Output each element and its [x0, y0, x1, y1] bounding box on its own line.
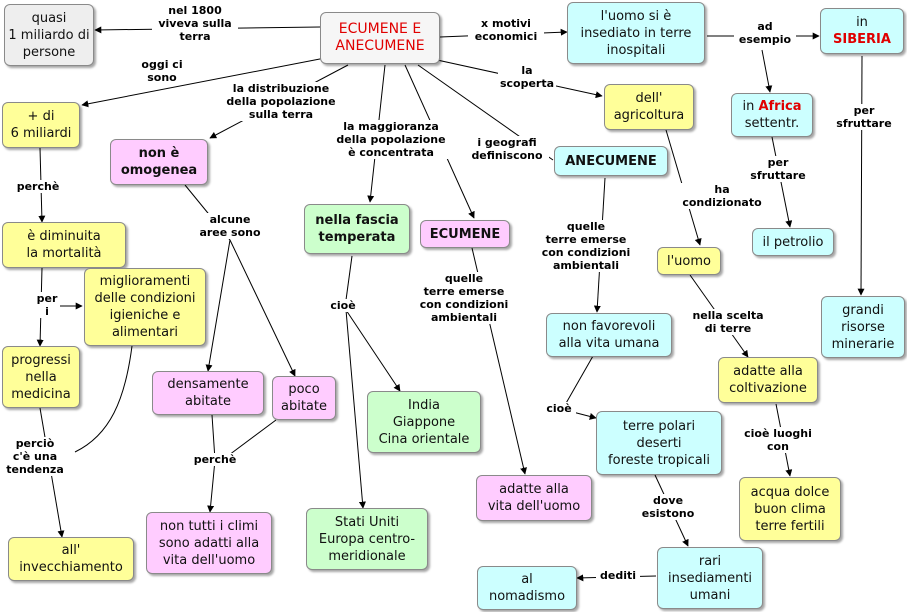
edge-omogenea-poco: [229, 239, 296, 377]
link-label-condizionato: ha condizionato: [676, 183, 768, 209]
link-label-nel1800: nel 1800 viveva sulla terra: [152, 4, 238, 43]
node-terre-polari[interactable]: terre polari deserti foreste tropicali: [596, 411, 722, 475]
node-miglioramenti[interactable]: miglioramenti delle condizioni igieniche…: [84, 268, 206, 346]
edge-cioe-india: [345, 309, 401, 392]
node-fascia-temperata[interactable]: nella fascia temperata: [304, 204, 410, 254]
edge-root-seimiliardi: [81, 57, 326, 108]
node-non-omogenea[interactable]: non è omogenea: [110, 139, 208, 185]
link-label-peri: per i: [34, 292, 60, 318]
node-sei-miliardi[interactable]: + di 6 miliardi: [2, 102, 80, 148]
node-africa[interactable]: in Africa settentr.: [731, 93, 813, 137]
node-adatte-coltivazione[interactable]: adatte alla coltivazione: [718, 357, 818, 403]
link-label-percio: perciò c'è una tendenza: [2, 437, 68, 476]
node-anecumene[interactable]: ANECUMENE: [554, 146, 668, 176]
link-label-oggi: oggi ci sono: [138, 58, 186, 84]
link-label-sfruttare1: per sfruttare: [742, 156, 814, 182]
node-climi[interactable]: non tutti i climi sono adatti alla vita …: [146, 512, 272, 574]
link-label-cioe2: cioè: [542, 402, 576, 415]
africa-prefix: in: [742, 99, 759, 114]
link-label-perche1: perchè: [12, 180, 64, 193]
node-adatte-vita[interactable]: adatte alla vita dell'uomo: [476, 475, 592, 521]
siberia-prefix: in: [856, 15, 868, 30]
node-poco-abitate[interactable]: poco abitate: [272, 376, 336, 420]
link-label-cioe1: cioè: [326, 299, 360, 312]
link-label-scelta: nella scelta di terre: [688, 309, 768, 335]
node-diminuita-mortalita[interactable]: è diminuita la mortalità: [2, 222, 126, 268]
node-petrolio[interactable]: il petrolio: [752, 228, 834, 256]
link-label-dove: dove esistono: [636, 494, 700, 520]
link-label-dediti: dediti: [596, 569, 640, 582]
root-title[interactable]: ECUMENE E ANECUMENE: [320, 12, 440, 64]
node-non-favorevoli[interactable]: non favorevoli alla vita umana: [546, 313, 672, 357]
edge-fascia-cioe: [345, 255, 353, 301]
node-ecumene[interactable]: ECUMENE: [420, 220, 510, 248]
africa-highlight: Africa: [758, 99, 802, 114]
node-progressi-medicina[interactable]: progressi nella medicina: [2, 346, 80, 408]
node-india[interactable]: India Giappone Cina orientale: [367, 391, 481, 453]
edge-africa-petrolio: [771, 136, 793, 228]
edge-insediato-africa: [761, 49, 773, 93]
node-invecchiamento[interactable]: all' invecchiamento: [8, 537, 134, 581]
edge-siberia-risorse: [857, 55, 865, 296]
link-label-quelle1: quelle terre emerse con condizioni ambie…: [414, 272, 514, 324]
edge-nonfav-cioe: [564, 355, 594, 406]
node-nomadismo[interactable]: al nomadismo: [477, 566, 577, 610]
node-insediato[interactable]: l'uomo si è insediato in terre inospital…: [567, 2, 705, 64]
edge-cioe-stati: [345, 309, 366, 509]
node-quasi-miliardo[interactable]: quasi 1 miliardo di persone: [4, 4, 94, 66]
link-label-geografi: i geografi definiscono: [465, 136, 549, 162]
link-label-sfruttare2: per sfruttare: [828, 104, 900, 130]
link-label-motivi: x motivi economici: [468, 17, 544, 43]
link-label-alcune: alcune aree sono: [194, 213, 266, 239]
africa-suffix: settentr.: [744, 116, 800, 131]
link-label-scoperta: la scoperta: [498, 64, 556, 90]
node-stati-uniti[interactable]: Stati Uniti Europa centro- meridionale: [306, 508, 428, 570]
siberia-highlight: SIBERIA: [833, 32, 891, 47]
link-label-perche2: perchè: [190, 453, 240, 466]
link-label-distribuzione: la distribuzione della popolazione sulla…: [218, 82, 344, 121]
node-acqua-dolce[interactable]: acqua dolce buon clima terre fertili: [739, 477, 841, 541]
link-label-quelle2: quelle terre emerse con condizioni ambie…: [532, 220, 640, 272]
link-label-maggioranza: la maggioranza della popolazione è conce…: [326, 120, 456, 159]
node-uomo[interactable]: l'uomo: [657, 247, 721, 275]
node-agricoltura[interactable]: dell' agricoltura: [604, 84, 694, 130]
edge-miglioramenti-tendenza: [74, 345, 133, 453]
link-label-cioeluoghi: cioè luoghi con: [738, 427, 818, 453]
link-label-esempio: ad esempio: [734, 20, 796, 46]
node-densamente-abitate[interactable]: densamente abitate: [152, 371, 264, 415]
edge-poco-perche: [224, 419, 277, 459]
node-rari-insediamenti[interactable]: rari insediamenti umani: [657, 547, 763, 609]
node-risorse-minerarie[interactable]: grandi risorse minerarie: [821, 296, 905, 358]
node-siberia[interactable]: in SIBERIA: [820, 8, 904, 54]
